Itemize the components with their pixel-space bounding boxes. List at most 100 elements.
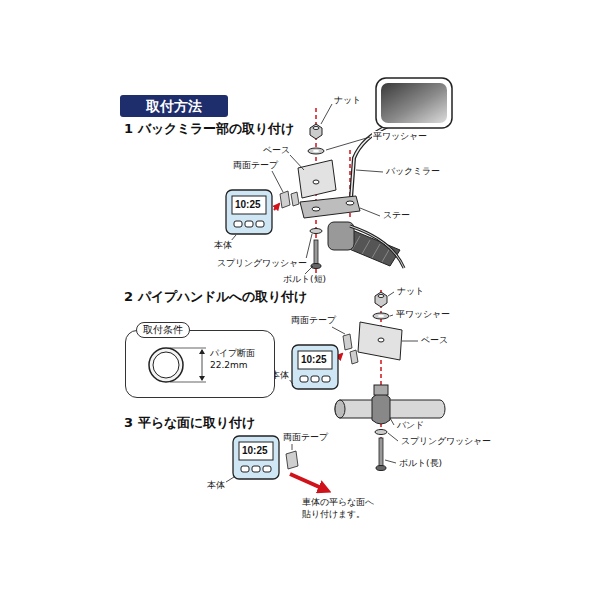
flat-washer — [378, 315, 384, 317]
box-heading: 取付条件 — [136, 322, 190, 338]
clock-body — [241, 466, 249, 472]
box-text: パイプ断面 22.2mm — [210, 347, 264, 371]
leader-line — [226, 444, 292, 482]
double-sided-tape — [286, 451, 298, 469]
part-label: スプリングワッシャー — [216, 258, 308, 268]
base-plate — [358, 322, 402, 360]
mount-arrow — [274, 204, 279, 210]
pipe-section — [199, 376, 205, 381]
section-heading: 3 平らな面に取り付け — [124, 416, 255, 431]
clock-body — [252, 466, 260, 472]
band-clamp — [374, 385, 388, 395]
flat-washer — [373, 313, 389, 319]
clock-display: 10:25 — [242, 445, 268, 457]
leader-line — [390, 418, 394, 425]
part-label: 本体 — [206, 480, 226, 490]
clock-body — [232, 196, 266, 214]
pipe-section — [149, 348, 183, 382]
clock-body — [311, 376, 319, 382]
leader-line — [388, 433, 398, 441]
part-label: スプリングワッシャー — [400, 436, 492, 446]
clock-body — [233, 436, 279, 479]
leader-line — [388, 292, 394, 296]
double-sided-tape — [350, 350, 358, 364]
pipe-section — [170, 382, 206, 383]
stay-bracket — [300, 196, 360, 218]
double-sided-tape — [280, 191, 299, 208]
double-sided-tape — [343, 334, 352, 350]
clock-body — [239, 442, 273, 460]
mirror — [381, 83, 447, 123]
part-label: ボルト(短) — [282, 274, 327, 284]
flat-washer — [308, 148, 324, 154]
clock-body — [300, 376, 308, 382]
stay-bracket — [346, 201, 354, 205]
handlebar-pipe — [335, 400, 345, 418]
long-bolt — [376, 466, 386, 471]
attach-arrow — [290, 474, 326, 490]
flat-washer — [313, 150, 319, 152]
part-label: 平ワッシャー — [395, 309, 451, 319]
handlebar-grip — [328, 222, 404, 268]
clock-body — [234, 221, 242, 227]
leader-line — [390, 315, 393, 316]
part-label: バンド — [396, 420, 425, 430]
part-label: バックミラー — [385, 166, 441, 176]
clock-body — [292, 345, 338, 389]
mount-arrow — [274, 204, 279, 210]
leader-line — [306, 234, 312, 259]
nut — [310, 124, 322, 139]
clock-display: 10:25 — [301, 354, 327, 366]
nut — [313, 127, 319, 130]
base-plate — [358, 322, 402, 360]
handlebar-grip — [382, 248, 390, 262]
base-plate — [298, 160, 336, 198]
base-plate — [298, 160, 336, 198]
part-label: ベース — [420, 335, 449, 345]
clock-body — [292, 345, 338, 389]
spring-washer — [310, 229, 322, 234]
part-label: ステー — [382, 210, 411, 220]
base-plate — [378, 338, 384, 342]
clock-body — [226, 190, 272, 234]
part-label: ナット — [396, 286, 425, 296]
leader-line — [356, 170, 383, 172]
spring-washer — [310, 229, 322, 234]
double-sided-tape — [291, 192, 299, 206]
band-clamp — [372, 385, 390, 424]
part-label: 車体の平らな面へ 貼り付けます。 — [302, 497, 380, 520]
leader-line — [332, 327, 345, 334]
part-label: 両面テープ — [232, 160, 279, 170]
attach-arrow — [290, 474, 326, 490]
part-label: 両面テープ — [282, 432, 329, 442]
leader-line — [385, 460, 396, 463]
leader-line — [326, 137, 370, 150]
handlebar-grip — [350, 226, 404, 268]
clock-body — [245, 221, 253, 227]
handlebar-grip — [372, 244, 380, 258]
clock-body — [226, 190, 272, 234]
long-bolt — [379, 438, 383, 466]
base-plate — [313, 180, 319, 184]
long-bolt — [376, 438, 386, 471]
clock-body — [233, 436, 279, 479]
part-label: 平ワッシャー — [372, 131, 428, 141]
stay-bracket — [312, 207, 320, 211]
section-heading: 1 バックミラー部の取り付け — [124, 122, 294, 137]
leader-line — [292, 444, 293, 450]
flat-washer — [373, 313, 389, 319]
nut — [375, 292, 387, 307]
double-sided-tape — [286, 451, 298, 469]
handlebar-grip — [350, 226, 404, 268]
handlebar-grip — [362, 240, 370, 254]
mirror — [376, 78, 452, 128]
leader-line — [226, 477, 234, 482]
pipe-section — [199, 349, 205, 354]
leader-line — [272, 171, 283, 192]
pipe-section — [170, 348, 206, 349]
double-sided-tape — [343, 334, 358, 364]
section-heading: 2 パイプハンドルへの取り付け — [124, 290, 307, 305]
leader-line — [321, 104, 332, 124]
clock-display: 10:25 — [235, 199, 261, 211]
